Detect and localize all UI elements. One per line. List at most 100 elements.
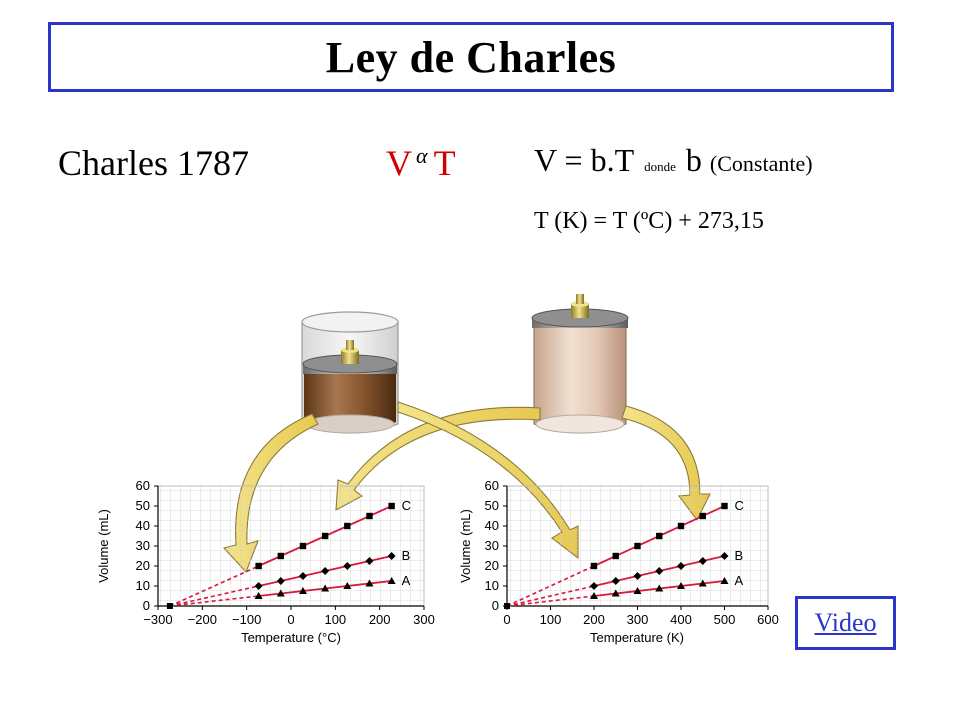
video-button[interactable]: Video — [795, 596, 896, 650]
data-point-A — [677, 582, 685, 589]
data-point-B — [677, 562, 685, 570]
law-main: V = b.T — [534, 142, 635, 178]
data-point-A — [590, 592, 598, 599]
data-point-C — [590, 562, 598, 570]
y-tick-label: 40 — [136, 518, 150, 533]
page-title: Ley de Charles — [325, 32, 617, 82]
data-point-C — [699, 512, 706, 520]
y-axis-label: Volume (mL) — [458, 509, 473, 583]
x-tick-label: −200 — [188, 612, 217, 627]
y-tick-label: 50 — [136, 498, 150, 513]
y-tick-label: 50 — [485, 498, 499, 513]
data-point-B — [298, 572, 307, 580]
title-box: Ley de Charles — [48, 22, 894, 92]
data-point-C — [677, 522, 685, 530]
data-point-B — [254, 582, 263, 590]
data-point-C — [255, 562, 262, 570]
data-point-A — [343, 582, 352, 589]
data-point-B — [590, 582, 598, 590]
data-point-A — [298, 587, 307, 594]
author-year: Charles 1787 — [58, 143, 249, 183]
y-tick-label: 30 — [136, 538, 150, 553]
prop-right: T — [433, 143, 456, 183]
series-label-A: A — [735, 573, 744, 588]
x-tick-label: 200 — [369, 612, 391, 627]
data-point-B — [611, 577, 620, 585]
warm-container — [531, 294, 629, 434]
data-point-B — [387, 552, 396, 560]
absolute-zero-point — [504, 603, 510, 609]
x-tick-label: −100 — [232, 612, 261, 627]
x-tick-label: 0 — [503, 612, 510, 627]
data-point-C — [388, 502, 395, 510]
extrapolation-line-C — [169, 565, 259, 607]
extrapolation-line-B — [169, 585, 259, 607]
data-point-C — [656, 532, 663, 540]
data-point-C — [721, 502, 728, 510]
y-tick-label: 40 — [485, 518, 499, 533]
y-tick-label: 0 — [492, 598, 499, 613]
data-point-A — [633, 587, 642, 594]
x-tick-label: 300 — [413, 612, 435, 627]
x-tick-label: 600 — [757, 612, 779, 627]
series-label-C: C — [735, 498, 744, 513]
y-tick-label: 60 — [485, 478, 499, 493]
data-point-B — [633, 572, 642, 580]
data-point-B — [343, 562, 352, 570]
extrapolation-line-C — [506, 565, 595, 607]
extrapolation-line-A — [169, 595, 259, 607]
x-tick-label: −300 — [143, 612, 172, 627]
x-tick-label: 500 — [714, 612, 736, 627]
x-tick-label: 100 — [324, 612, 346, 627]
data-point-A — [254, 592, 263, 599]
data-point-B — [655, 567, 664, 575]
law-constant: b — [685, 142, 702, 178]
data-point-A — [655, 584, 664, 592]
y-tick-label: 0 — [143, 598, 150, 613]
y-tick-label: 10 — [136, 578, 150, 593]
data-point-A — [698, 579, 707, 587]
data-point-B — [321, 567, 330, 575]
extrapolation-line-A — [506, 595, 595, 607]
data-point-B — [698, 557, 707, 565]
data-point-B — [720, 552, 729, 560]
x-tick-label: 100 — [540, 612, 562, 627]
data-point-A — [365, 579, 374, 587]
y-tick-label: 60 — [136, 478, 150, 493]
series-label-C: C — [402, 498, 411, 513]
absolute-zero-point — [166, 603, 173, 609]
y-tick-label: 30 — [485, 538, 499, 553]
data-point-A — [387, 577, 396, 584]
y-tick-label: 20 — [136, 558, 150, 573]
y-axis-label: Volume (mL) — [96, 509, 111, 583]
proportional-to-symbol: α — [416, 143, 428, 168]
series-label-B: B — [402, 548, 411, 563]
data-point-A — [321, 584, 330, 592]
data-point-B — [276, 577, 285, 585]
kelvin-relation: T (K) = T (ºC) + 273,15 — [534, 208, 764, 234]
x-tick-label: 200 — [583, 612, 605, 627]
cold-container — [301, 311, 399, 434]
data-point-B — [365, 557, 374, 565]
x-axis-label: Temperature (K) — [590, 630, 684, 645]
y-tick-label: 10 — [485, 578, 499, 593]
law-constant-note: (Constante) — [709, 151, 813, 176]
law-connector: donde — [644, 159, 676, 174]
data-point-C — [277, 552, 285, 560]
series-label-A: A — [402, 573, 411, 588]
x-tick-label: 300 — [627, 612, 649, 627]
data-point-A — [720, 577, 729, 584]
series-label-B: B — [735, 548, 744, 563]
plot-grid — [157, 485, 425, 607]
kelvin-chart: 0 100 200 300 400 500 600 0 10 20 30 40 50 60Temperat… — [458, 478, 779, 645]
data-point-C — [612, 552, 619, 560]
y-tick-label: 20 — [485, 558, 499, 573]
x-tick-label: 0 — [287, 612, 294, 627]
data-point-A — [611, 589, 620, 597]
x-tick-label: 400 — [670, 612, 692, 627]
video-link[interactable]: Video — [814, 608, 877, 637]
